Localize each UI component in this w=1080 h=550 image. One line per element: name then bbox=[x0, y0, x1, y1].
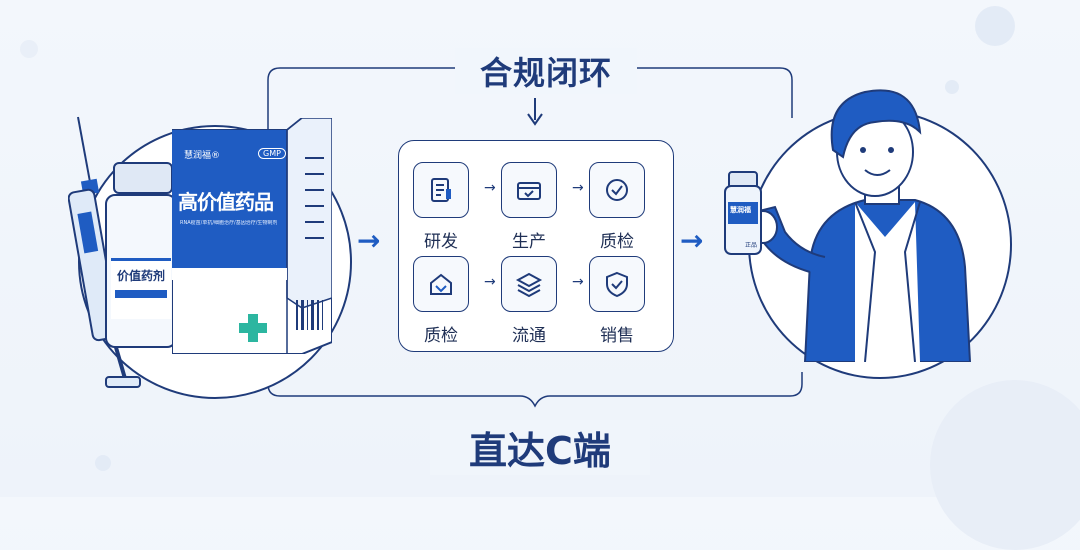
step-sales: 销售 bbox=[582, 256, 652, 346]
step-label: 流通 bbox=[512, 326, 546, 346]
flow-arrow-right: → bbox=[357, 224, 381, 257]
step-label: 销售 bbox=[600, 326, 634, 346]
step-label: 质检 bbox=[424, 326, 458, 346]
step-label: 研发 bbox=[424, 232, 458, 252]
flow-connectors bbox=[267, 67, 803, 408]
bubble-decoration bbox=[945, 80, 959, 94]
step-quality-check: 质检 bbox=[582, 162, 652, 252]
vial-cap bbox=[113, 162, 173, 194]
box-subtitle: RNA疫苗/单抗/细胞治疗/基因治疗/生物制剂 bbox=[180, 220, 278, 226]
medicine-box: 慧润福® GMP 高价值药品 RNA疫苗/单抗/细胞治疗/基因治疗/生物制剂 bbox=[172, 118, 332, 354]
vial-label-stripe bbox=[115, 290, 167, 298]
document-icon bbox=[413, 162, 469, 218]
vial-label-text: 价值药剂 bbox=[116, 269, 165, 283]
step-label: 生产 bbox=[512, 232, 546, 252]
vial-label: 价值药剂 bbox=[111, 258, 171, 319]
direct-to-consumer-title: 直达C端 bbox=[430, 420, 650, 475]
check-circle-icon bbox=[589, 162, 645, 218]
bubble-decoration bbox=[95, 455, 111, 471]
step-inspection: 质检 bbox=[406, 256, 476, 346]
step-distribution: 流通 bbox=[494, 256, 564, 346]
bubble-decoration bbox=[975, 6, 1015, 46]
box-badge: GMP bbox=[258, 148, 286, 159]
inspection-icon bbox=[413, 256, 469, 312]
step-arrow: → bbox=[484, 274, 496, 290]
bubble-decoration bbox=[20, 40, 38, 58]
closed-loop-title: 合规闭环 bbox=[455, 48, 637, 94]
customer-illustration bbox=[724, 89, 972, 362]
box-title: 高价值药品 bbox=[178, 190, 274, 214]
vial-body: 价值药剂 bbox=[105, 194, 177, 348]
customer-vial-tag: 正品 bbox=[745, 242, 758, 249]
medicine-vial: 价值药剂 bbox=[105, 162, 177, 348]
layers-icon bbox=[501, 256, 557, 312]
box-brand: 慧润福® bbox=[184, 151, 221, 161]
step-arrow: → bbox=[572, 180, 584, 196]
step-production: 生产 bbox=[494, 162, 564, 252]
flow-arrow-right: → bbox=[680, 224, 704, 257]
step-arrow: → bbox=[484, 180, 496, 196]
box-shape bbox=[172, 118, 332, 354]
step-label: 质检 bbox=[600, 232, 634, 252]
shield-check-icon bbox=[589, 256, 645, 312]
customer-vial-label: 慧润福 bbox=[730, 206, 751, 214]
step-arrow: → bbox=[572, 274, 584, 290]
step-rnd: 研发 bbox=[406, 162, 476, 252]
production-box-icon bbox=[501, 162, 557, 218]
